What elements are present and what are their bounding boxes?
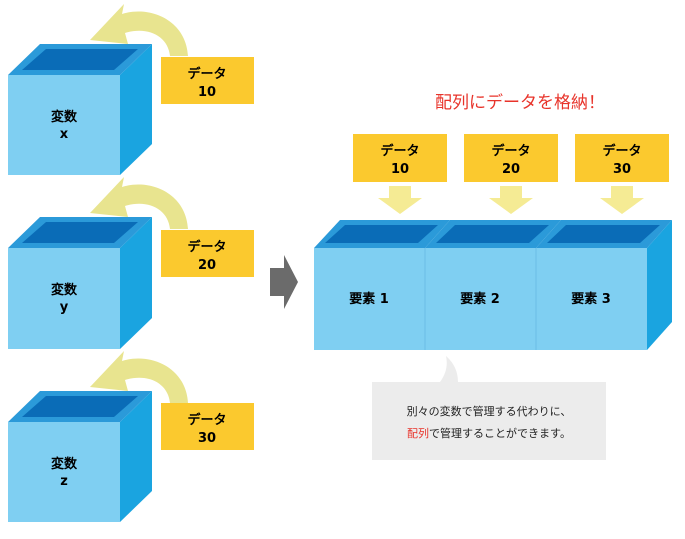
- variable-x-group: 変数 x データ 10: [8, 4, 254, 175]
- transition-arrow: [270, 255, 298, 309]
- array-element-label-1: 要素 1: [349, 291, 389, 307]
- curved-arrow-x: [90, 4, 188, 56]
- variable-z-letter: z: [60, 474, 68, 489]
- variable-z-name: 変数: [51, 456, 78, 472]
- down-arrow-3: [600, 186, 644, 214]
- curved-arrow-z: [90, 351, 188, 403]
- array-input-label-1: データ: [380, 143, 419, 159]
- array-input-value-1: 10: [391, 162, 409, 177]
- variable-y-name: 変数: [51, 282, 78, 298]
- array-element-label-2: 要素 2: [460, 291, 500, 307]
- cube-variable-x: [8, 44, 152, 175]
- variable-x-letter: x: [60, 127, 69, 142]
- array-input-label-3: データ: [602, 143, 641, 159]
- data-label-x: データ: [187, 66, 226, 82]
- array-input-box-2: [464, 134, 558, 182]
- data-value-y: 20: [198, 258, 216, 273]
- variable-x-name: 変数: [51, 109, 78, 125]
- array-cube-element-2: [425, 220, 561, 350]
- array-input-box-1: [353, 134, 447, 182]
- note-bubble: 別々の変数で管理する代わりに、 配列で管理することができます。: [372, 356, 606, 460]
- array-input-box-3: [575, 134, 669, 182]
- note-line-1: 別々の変数で管理する代わりに、: [407, 404, 572, 418]
- variable-y-letter: y: [60, 300, 69, 315]
- data-label-box-x: [161, 57, 254, 104]
- array-cube-element-1: [314, 220, 450, 350]
- cube-variable-y: [8, 217, 152, 349]
- array-input-value-2: 20: [502, 162, 520, 177]
- array-input-3: データ 30: [575, 134, 669, 214]
- data-label-box-y: [161, 230, 254, 277]
- variable-y-group: 変数 y データ 20: [8, 177, 254, 349]
- array-cube-element-3: [536, 220, 672, 350]
- data-label-box-z: [161, 403, 254, 450]
- data-label-y: データ: [187, 239, 226, 255]
- down-arrow-2: [489, 186, 533, 214]
- note-line-2-rest: で管理することができます。: [429, 426, 571, 440]
- variable-z-group: 変数 z データ 30: [8, 351, 254, 522]
- curved-arrow-y: [90, 177, 188, 229]
- array-input-2: データ 20: [464, 134, 558, 214]
- array-element-label-3: 要素 3: [571, 291, 611, 307]
- array-input-1: データ 10: [353, 134, 447, 214]
- data-value-x: 10: [198, 85, 216, 100]
- data-value-z: 30: [198, 431, 216, 446]
- array-input-value-3: 30: [613, 162, 631, 177]
- cube-variable-z: [8, 391, 152, 522]
- data-label-z: データ: [187, 412, 226, 428]
- note-highlight: 配列: [407, 426, 429, 440]
- note-line-2: 配列で管理することができます。: [407, 426, 571, 440]
- array-input-label-2: データ: [491, 143, 530, 159]
- array-title: 配列にデータを格納！: [435, 92, 605, 113]
- down-arrow-1: [378, 186, 422, 214]
